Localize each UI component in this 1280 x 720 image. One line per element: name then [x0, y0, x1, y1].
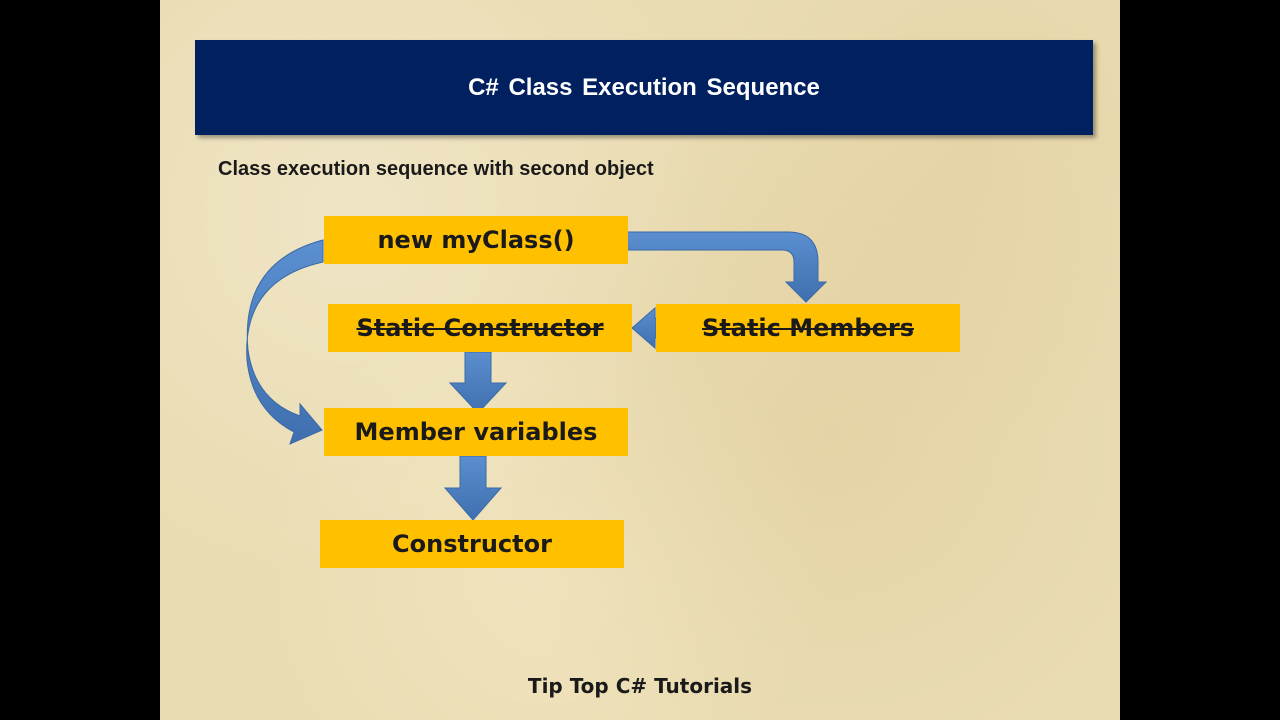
slide: C# Class Execution Sequence Class execut…: [160, 0, 1120, 720]
node-new-myclass: new myClass(): [324, 216, 628, 264]
node-static-constructor: Static Constructor: [328, 304, 632, 352]
slide-title: C# Class Execution Sequence: [468, 73, 820, 101]
slide-subtitle: Class execution sequence with second obj…: [218, 158, 654, 180]
arrow-static-constructor-to-member-variables: [448, 351, 508, 414]
arrow-new-to-member-variables: [246, 239, 324, 445]
arrow-new-to-static-members: [626, 231, 828, 303]
node-constructor: Constructor: [320, 520, 624, 568]
arrow-member-variables-to-constructor: [443, 455, 503, 521]
title-bar: C# Class Execution Sequence: [195, 40, 1093, 135]
node-member-variables: Member variables: [324, 408, 628, 456]
arrow-static-members-to-static-constructor: [631, 306, 657, 350]
slide-footer: Tip Top C# Tutorials: [527, 674, 753, 698]
node-static-members: Static Members: [656, 304, 960, 352]
